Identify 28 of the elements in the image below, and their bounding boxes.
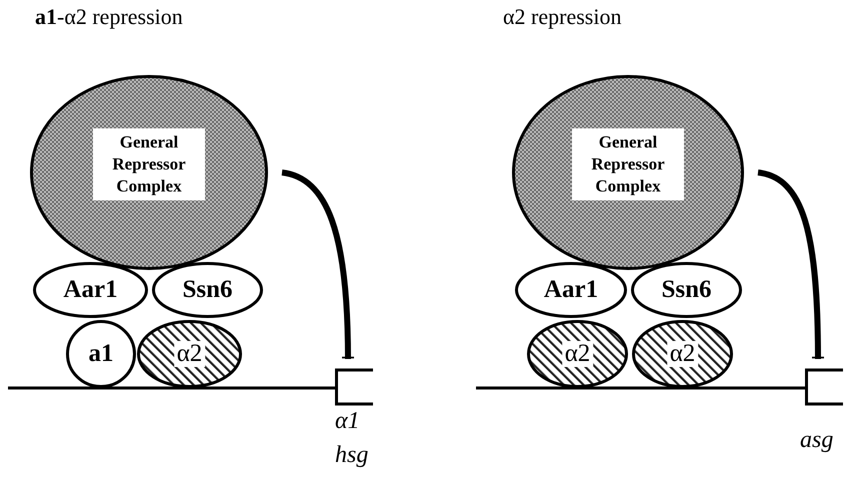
protein-oval: [66, 320, 136, 388]
protein-label: Aar1: [542, 276, 600, 304]
protein-label: a1: [88, 340, 114, 368]
promoter-bracket: [335, 368, 373, 406]
repressor-complex-circle: [512, 75, 744, 270]
gene-label: asg: [800, 426, 834, 455]
panel-title: α2 repression: [503, 4, 622, 30]
protein-oval: [137, 320, 242, 388]
protein-oval: [632, 320, 733, 388]
protein-oval: [152, 262, 263, 318]
panel-title: a1-α2 repression: [35, 4, 183, 30]
protein-oval: [33, 262, 148, 318]
protein-label: α2: [562, 341, 594, 367]
protein-label: α2: [666, 341, 698, 367]
complex-label: General Repressor Complex: [572, 128, 684, 200]
repression-line: [281, 170, 355, 360]
protein-label: Ssn6: [660, 276, 713, 304]
protein-oval: [631, 262, 742, 318]
protein-label: α2: [174, 341, 206, 367]
protein-label: Ssn6: [181, 276, 234, 304]
repression-line: [757, 170, 825, 360]
repressor-complex-circle: [30, 75, 268, 270]
protein-oval: [527, 320, 628, 388]
complex-label: General Repressor Complex: [93, 128, 205, 200]
promoter-bracket: [805, 368, 843, 406]
gene-label: α1 hsg: [335, 407, 370, 470]
protein-label: Aar1: [62, 276, 119, 304]
protein-oval: [515, 262, 627, 318]
